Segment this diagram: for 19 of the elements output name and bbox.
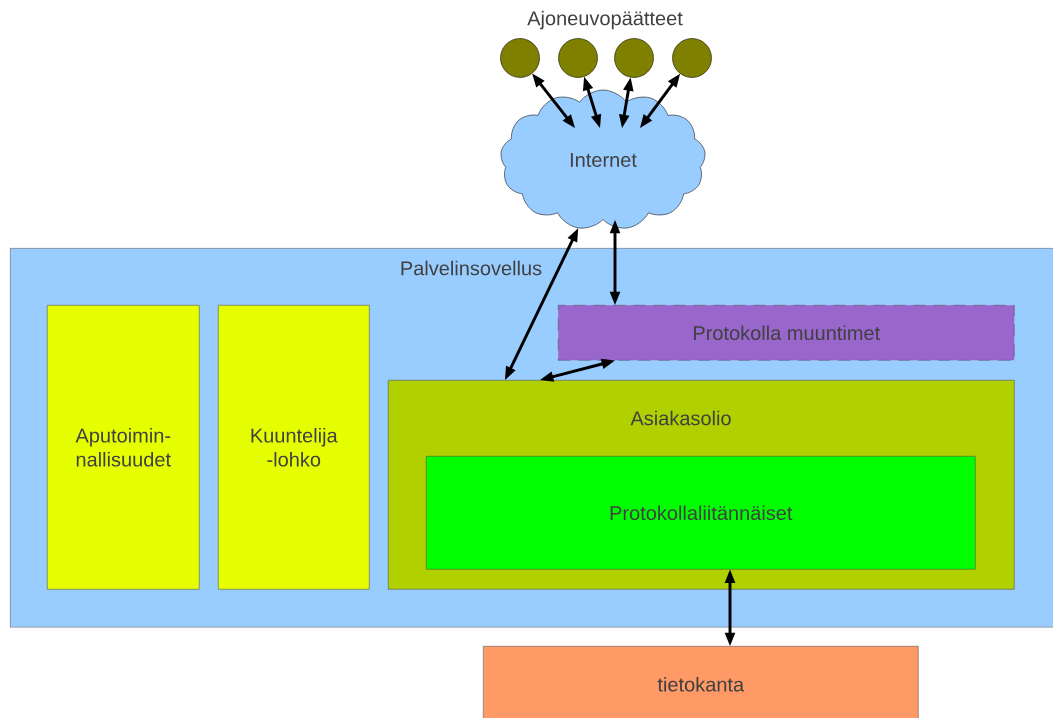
terminal-circle [558, 38, 598, 78]
arrow [582, 76, 602, 128]
group-heading: Ajoneuvopäätteet [527, 10, 683, 30]
arrow [505, 228, 579, 380]
arrow [724, 569, 736, 646]
module-box: Kuuntelija -lohko [218, 305, 370, 590]
cloud: Internet [500, 89, 706, 229]
terminal-circle [614, 38, 654, 78]
module-box: Aputoimin- nallisuudet [47, 305, 200, 590]
arrow [540, 358, 615, 382]
interface-box: Protokollaliitännäiset [426, 456, 976, 570]
terminal-circle [500, 38, 540, 78]
arrow [640, 73, 681, 128]
terminal-circle [672, 38, 712, 78]
arrow [532, 73, 575, 128]
converter-box: Protokolla muuntimet [558, 305, 1015, 361]
database-box: tietokanta [483, 646, 919, 718]
arrow [618, 77, 634, 128]
arrow [609, 219, 621, 305]
